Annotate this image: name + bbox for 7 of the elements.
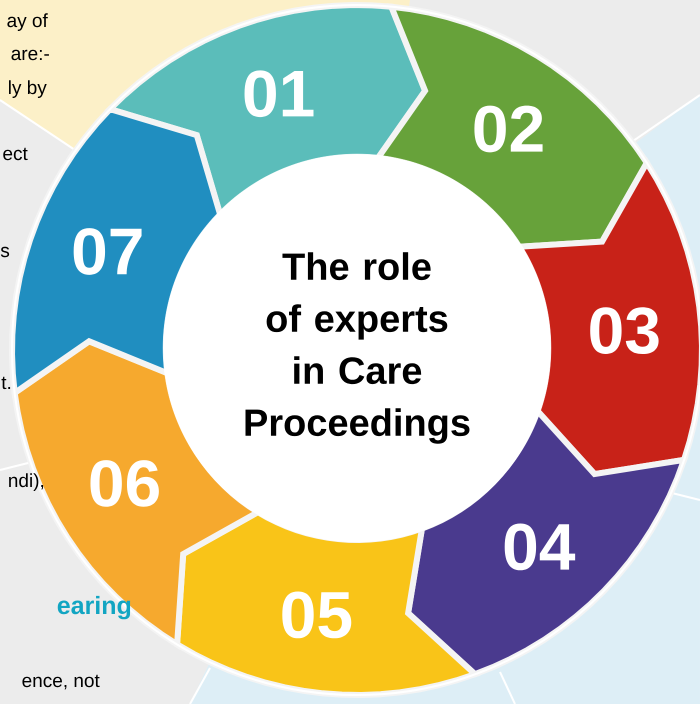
body-text: ndi), — [9, 473, 44, 491]
body-text: t. — [2, 376, 10, 390]
body-text: ect — [3, 148, 28, 160]
body-text: are:- — [12, 50, 49, 60]
body-text: ence, not — [22, 674, 100, 690]
heading: earing — [58, 596, 130, 620]
body-text: ay of — [7, 13, 48, 31]
